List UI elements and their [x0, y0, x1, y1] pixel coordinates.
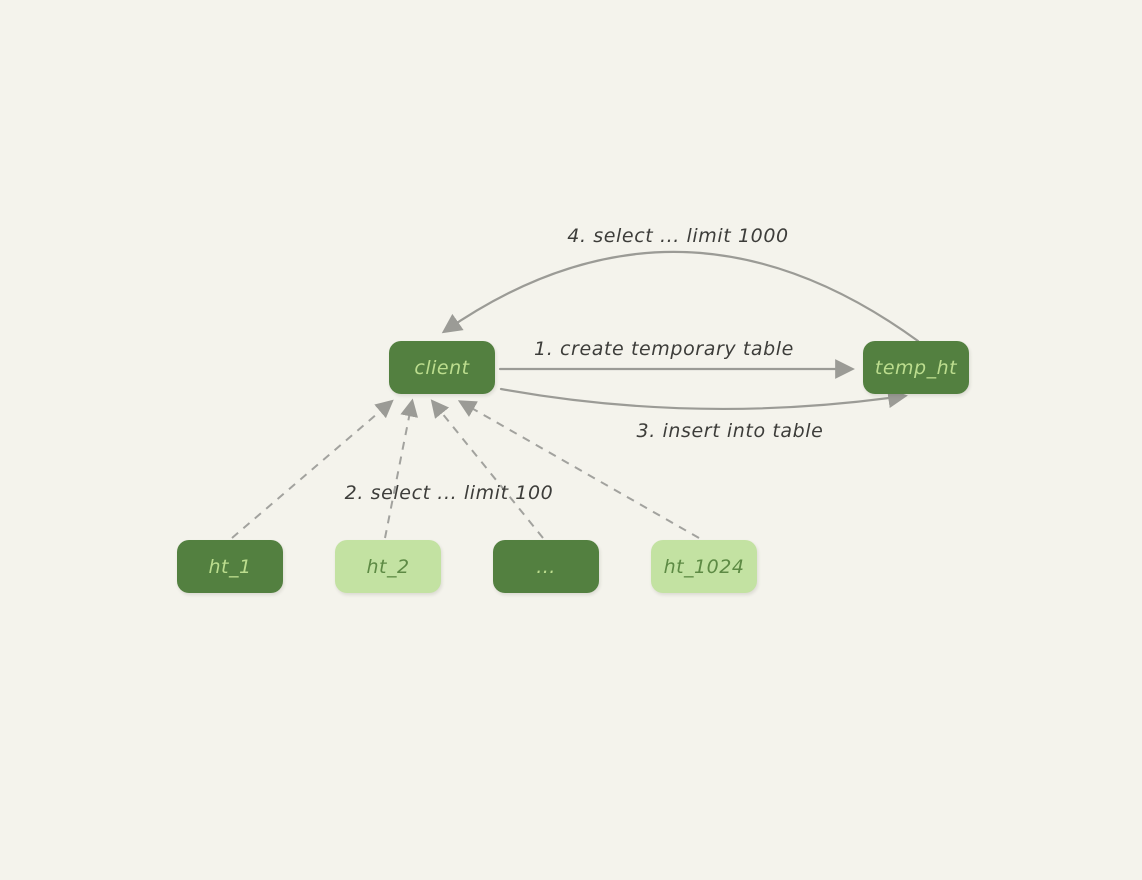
node-ht-1: ht_1 [177, 540, 283, 593]
arrow-insert-into-table [499, 387, 908, 411]
node-client: client [389, 341, 495, 394]
arrow-ht1-to-client [231, 399, 394, 539]
node-ht-1024: ht_1024 [651, 540, 757, 593]
arrow-select-limit-1000 [441, 250, 920, 343]
arrow-ht1024-to-client [457, 400, 700, 539]
node-ht-2-label: ht_2 [366, 555, 410, 578]
edge-label-select-limit-1000: 4. select ... limit 1000 [567, 225, 789, 247]
node-ht-ellipsis: ... [493, 540, 599, 593]
node-temp-ht: temp_ht [863, 341, 969, 394]
node-ht-ellipsis-label: ... [536, 555, 556, 578]
arrow-ht2-to-client [384, 398, 419, 539]
node-ht-2: ht_2 [335, 540, 441, 593]
node-client-label: client [414, 356, 470, 379]
node-ht-1024-label: ht_1024 [663, 555, 745, 578]
edge-label-select-limit-100: 2. select ... limit 100 [344, 482, 554, 504]
node-temp-ht-label: temp_ht [874, 356, 958, 379]
arrow-htdots-to-client [430, 399, 544, 539]
edge-label-create-temporary-table: 1. create temporary table [534, 338, 794, 360]
edge-label-insert-into-table: 3. insert into table [636, 420, 824, 442]
node-ht-1-label: ht_1 [208, 555, 252, 578]
